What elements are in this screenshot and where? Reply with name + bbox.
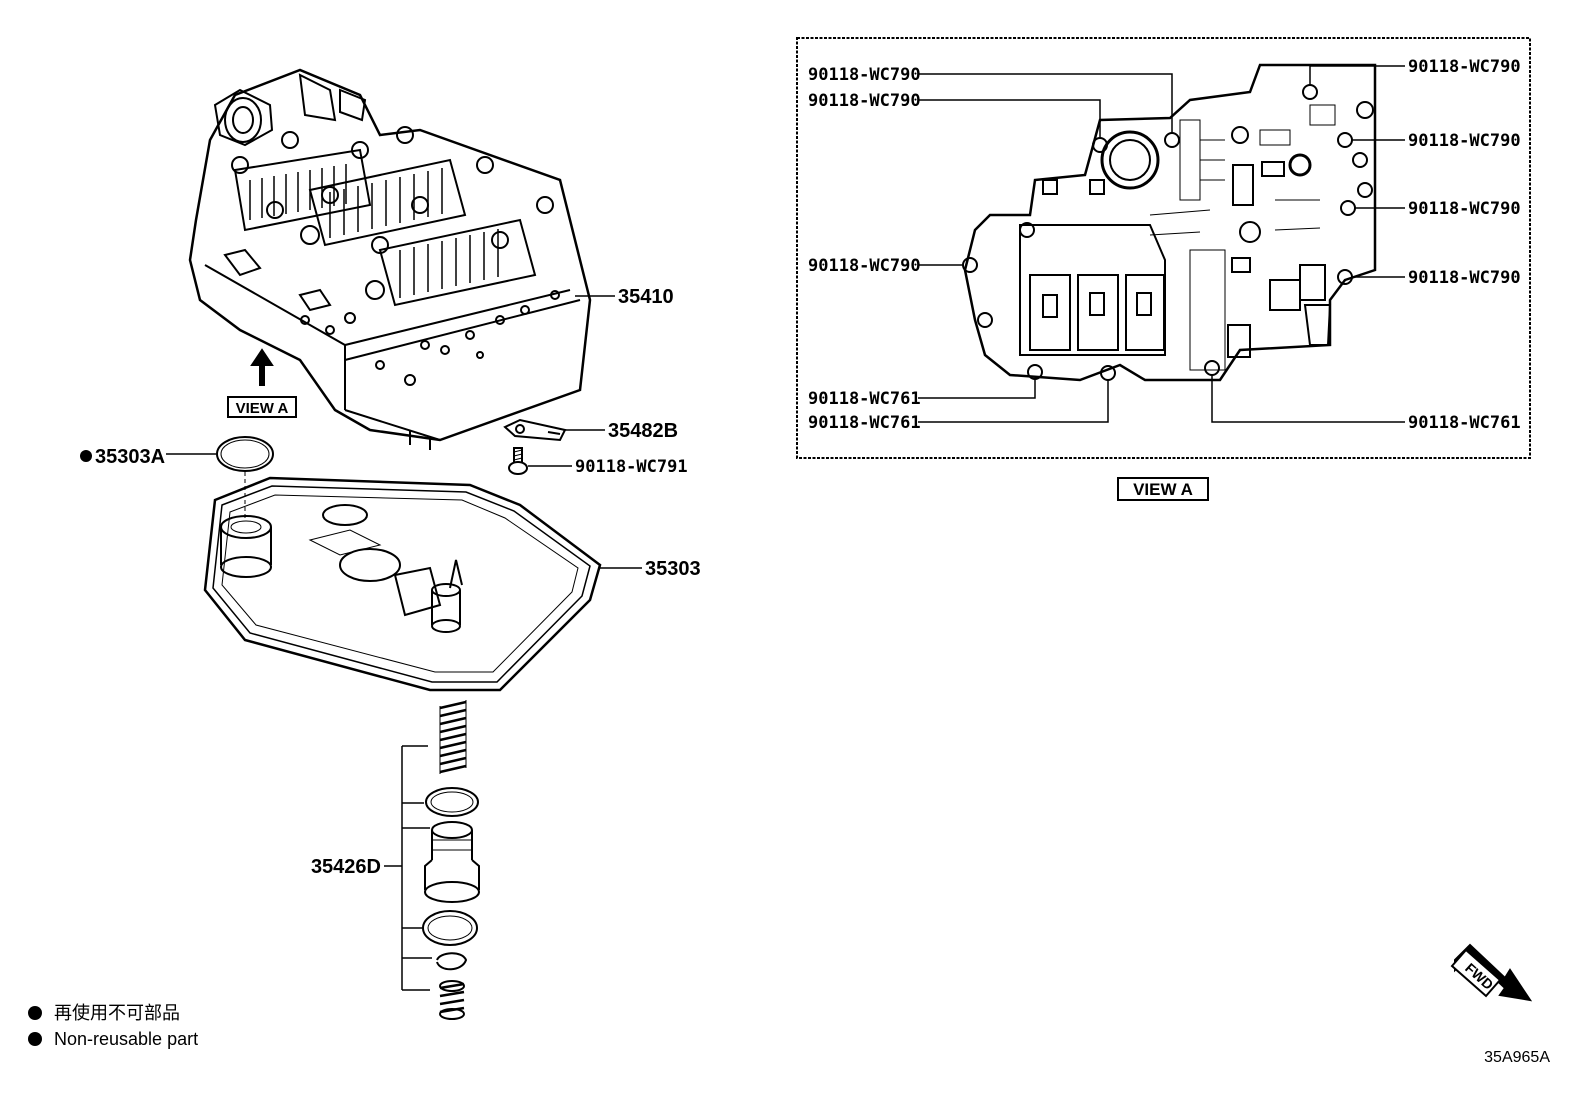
drawing-code: 35A965A [1484, 1049, 1550, 1066]
view-a-tag: VIEW A [236, 400, 289, 417]
o-ring-upper[interactable] [425, 787, 479, 817]
detent-spring-plate[interactable] [503, 418, 567, 442]
strainer-35303[interactable] [203, 476, 602, 692]
view-a-label-r1[interactable]: 90118-WC790 [1408, 57, 1521, 77]
snap-ring[interactable] [436, 952, 468, 971]
callout-35303[interactable]: 35303 [645, 558, 701, 580]
view-a-label-l5[interactable]: 90118-WC761 [808, 413, 921, 433]
o-ring-35303a[interactable] [216, 436, 274, 472]
view-a-label-l1[interactable]: 90118-WC790 [808, 65, 921, 85]
view-a-panel [796, 37, 1531, 459]
view-a-label-r2[interactable]: 90118-WC790 [1408, 131, 1521, 151]
callout-35303A[interactable]: 35303A [95, 446, 165, 468]
valve-body-bottom-view[interactable] [962, 63, 1377, 382]
fwd-arrow-icon: FWD [1450, 943, 1533, 1002]
callout-35410[interactable]: 35410 [618, 286, 674, 308]
callout-35482B[interactable]: 35482B [608, 420, 678, 442]
view-a-caption: VIEW A [1133, 480, 1193, 499]
view-a-label-l2[interactable]: 90118-WC790 [808, 91, 921, 111]
view-a-label-r5[interactable]: 90118-WC761 [1408, 413, 1521, 433]
view-a-label-r4[interactable]: 90118-WC790 [1408, 268, 1521, 288]
legend-en-text: Non-reusable part [54, 1029, 199, 1049]
legend-en: Non-reusable part [28, 1026, 198, 1052]
accumulator-piston[interactable] [424, 821, 480, 903]
spring-lower[interactable] [439, 980, 465, 1020]
valve-body-assembly[interactable] [188, 68, 592, 450]
callout-35426D[interactable]: 35426D [311, 856, 381, 878]
o-ring-lower[interactable] [422, 910, 478, 946]
bullet-icon [28, 1032, 42, 1046]
view-a-label-l4[interactable]: 90118-WC761 [808, 389, 921, 409]
spring-upper[interactable] [439, 700, 467, 774]
bolt-90118-wc791[interactable] [508, 447, 528, 475]
view-a-label-l3[interactable]: 90118-WC790 [808, 256, 921, 276]
callout-90118-wc791[interactable]: 90118-WC791 [575, 457, 688, 477]
legend-jp-text: 再使用不可部品 [54, 1003, 180, 1023]
view-a-label-r3[interactable]: 90118-WC790 [1408, 199, 1521, 219]
legend-jp: 再使用不可部品 [28, 1000, 180, 1026]
bullet-icon [28, 1006, 42, 1020]
